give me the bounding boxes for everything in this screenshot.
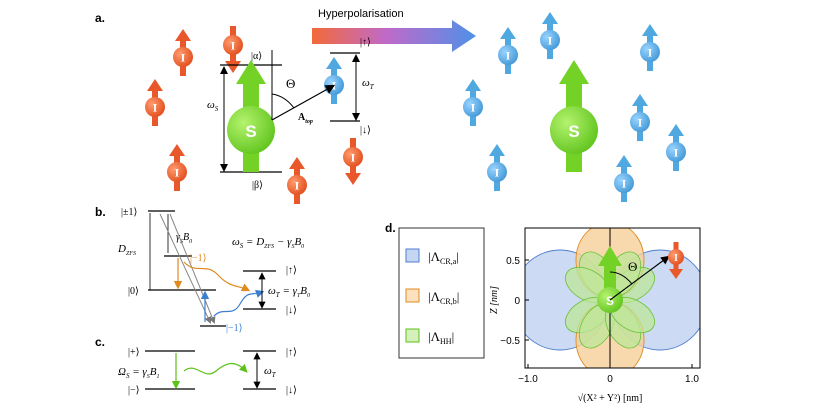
legend-item-a: |ΛCR,a|	[405, 248, 459, 266]
nuclear-spin-7: I	[498, 27, 518, 74]
legend-swatch-b	[405, 288, 420, 303]
x-tick-1: 0	[607, 374, 613, 385]
y-tick-2: −0.5	[500, 336, 520, 347]
minus-ket: |−⟩	[128, 385, 140, 396]
spin-label-14: I	[622, 177, 627, 191]
plot-theta-arc	[609, 271, 633, 285]
legend-label-c: |ΛHH|	[428, 329, 454, 346]
plot-theta-label: Θ	[628, 259, 637, 274]
omega-t-c-label: ωT	[264, 365, 277, 379]
nuclear-spin-0: I	[173, 29, 193, 76]
panel-b-label: b.	[95, 205, 106, 219]
zero-ket: |0⟩	[128, 286, 139, 297]
legend-item-b: |ΛCR,b|	[405, 288, 459, 306]
theta-label: Θ	[286, 76, 295, 91]
nuclear-spin-12: I	[666, 124, 686, 171]
nuclear-spin-2: I	[145, 79, 165, 126]
spin-label-2: I	[153, 101, 158, 115]
nuclear-spin-3: I	[167, 144, 187, 191]
minus1-top-ket: |−1⟩	[190, 253, 207, 264]
electron-label-right: S	[568, 122, 579, 141]
minus1-bottom-ket: |−1⟩	[226, 323, 243, 334]
spin-label-7: I	[506, 49, 511, 63]
spin-label-1: I	[231, 39, 236, 53]
nuclear-spin-plot: I	[668, 242, 684, 279]
down-ket-b: |↓⟩	[286, 305, 297, 316]
y-tick-1: 0	[514, 296, 520, 307]
electron-label-left: S	[245, 122, 256, 141]
theta-arc	[271, 93, 295, 109]
spin-label-6: I	[332, 79, 337, 93]
down-ket-c: |↓⟩	[286, 385, 297, 396]
legend-item-c: |ΛHH|	[405, 328, 454, 346]
panel-c-label: c.	[95, 335, 105, 349]
panel-d-label: d.	[385, 221, 396, 235]
omega-s-equation: ωS = DZFS − γSB0	[232, 236, 304, 250]
nuclear-spin-13: I	[487, 144, 507, 191]
nuclear-spin-4: I	[287, 157, 307, 204]
plot-frame	[524, 227, 701, 369]
spin-label-12: I	[674, 146, 679, 160]
pm1-ket: |±1⟩	[121, 207, 137, 218]
plot-ticks	[525, 259, 693, 368]
nuclear-spin-9: I	[463, 79, 483, 126]
x-tick-2: 1.0	[685, 374, 699, 385]
spin-label-10: I	[648, 46, 653, 60]
nuclear-spin-8: I	[540, 12, 560, 59]
nuclear-spin-6: I	[324, 57, 344, 104]
legend-label-b: |ΛCR,b|	[428, 289, 459, 306]
plus-ket: |+⟩	[128, 347, 140, 358]
nuclear-spin-5: I	[343, 138, 363, 185]
nuclear-spin-1: I	[223, 26, 243, 73]
legend-label-a: |ΛCR,a|	[428, 249, 459, 266]
spin-label-plot: I	[674, 253, 678, 264]
nuclear-spins: I I I I I I I I I I I I I I I	[145, 12, 686, 204]
spin-label-8: I	[548, 34, 553, 48]
nuclear-spin-10: I	[640, 24, 660, 71]
electron-spin-s-right: S	[550, 60, 598, 172]
spin-label-13: I	[495, 166, 500, 180]
electron-label-plot: S	[606, 294, 614, 308]
x-axis-label: √(X² + Y²) [nm]	[578, 393, 643, 404]
omega-t-label: ωT	[362, 77, 375, 91]
up-ket-c: |↑⟩	[286, 347, 297, 358]
spin-label-9: I	[471, 101, 476, 115]
a-top-label: Atop	[298, 112, 313, 125]
spin-label-5: I	[351, 151, 356, 165]
alpha-ket: |α⟩	[251, 51, 262, 62]
a-top-vector	[271, 84, 336, 121]
y-tick-0: 0.5	[506, 256, 520, 267]
plot-vector	[609, 255, 670, 301]
x-tick-0: −1.0	[518, 374, 538, 385]
up-ket-b: |↑⟩	[286, 265, 297, 276]
spin-label-11: I	[638, 116, 643, 130]
nuclear-spin-14: I	[614, 155, 634, 202]
nuclear-spin-11: I	[630, 94, 650, 141]
omega-rabi-equation: ΩS = γSB1	[118, 366, 159, 380]
beta-ket: |β⟩	[252, 180, 263, 191]
legend-swatch-a	[405, 248, 420, 263]
omega-t-equation: ωT = γTB0	[268, 285, 310, 299]
legend-swatch-c	[405, 328, 420, 343]
spin-label-4: I	[295, 179, 300, 193]
panel-a-label: a.	[95, 11, 105, 25]
omega-s-label: ωS	[207, 99, 219, 113]
up-ket-a: |↑⟩	[360, 37, 371, 48]
spin-label-3: I	[175, 166, 180, 180]
y-axis-label: Z [nm]	[489, 286, 500, 314]
hyperpolarisation-label: Hyperpolarisation	[318, 8, 404, 20]
electron-spin-s-left: S	[227, 60, 275, 172]
spin-label-0: I	[181, 51, 186, 65]
down-ket-a: |↓⟩	[360, 125, 371, 136]
dzfs-label: DZFS	[117, 243, 136, 257]
hyperpolarisation-arrow	[312, 20, 476, 52]
